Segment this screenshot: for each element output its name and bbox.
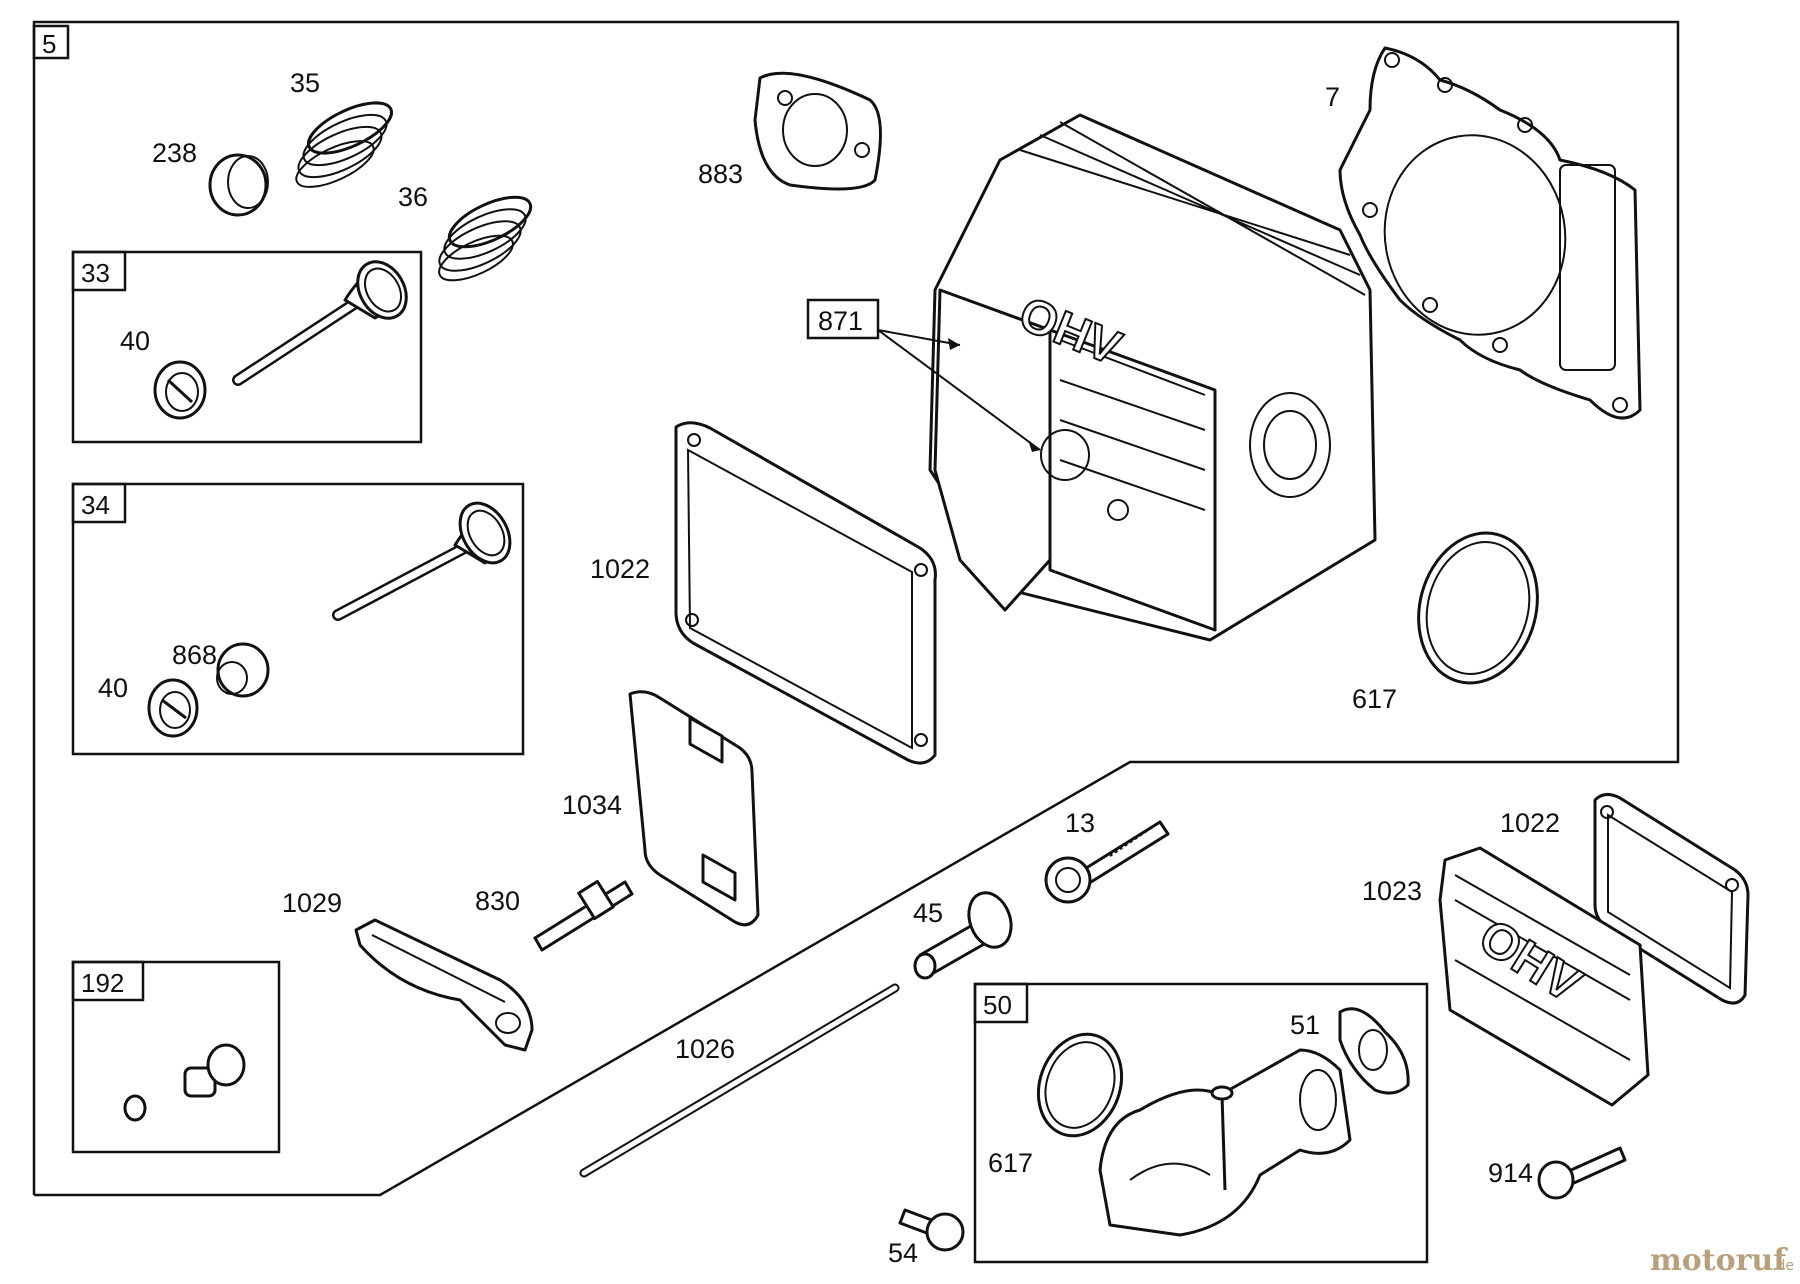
group-box-192-label: 192 <box>81 968 124 998</box>
watermark-suffix: .de <box>1772 1258 1794 1274</box>
part-40-valve-keeper <box>153 360 207 420</box>
part-871-callout <box>806 298 1041 452</box>
label-7: 7 <box>1325 82 1340 112</box>
label-54: 54 <box>888 1238 918 1268</box>
part-1026-push-rod <box>579 983 900 1178</box>
part-33-intake-valve <box>232 260 408 386</box>
group-box-50: 50 <box>973 982 1429 1264</box>
label-1034: 1034 <box>562 790 622 820</box>
part-192-fitting <box>123 1043 246 1122</box>
label-45: 45 <box>913 898 943 928</box>
label-1022-upper: 1022 <box>590 554 650 584</box>
label-914: 914 <box>1488 1158 1533 1188</box>
part-number-labels: 35 238 36 883 7 871 40 40 868 1022 617 1… <box>98 68 1560 1268</box>
part-238-valve-cap <box>208 153 269 217</box>
part-1029-rocker-arm <box>354 918 534 1052</box>
label-617-lower: 617 <box>988 1148 1033 1178</box>
label-1022-right: 1022 <box>1500 808 1560 838</box>
part-1022-rocker-gasket <box>674 421 937 765</box>
part-1034-plate <box>628 690 760 927</box>
label-830: 830 <box>475 886 520 916</box>
part-intake-manifold <box>1098 1048 1352 1237</box>
group-box-50-label: 50 <box>983 990 1012 1020</box>
part-45-push-rod-guide <box>913 891 1013 980</box>
group-box-34-label: 34 <box>81 490 110 520</box>
part-51-gasket <box>1338 1007 1410 1095</box>
label-617-upper: 617 <box>1352 684 1397 714</box>
label-1023: 1023 <box>1362 876 1422 906</box>
label-40-top: 40 <box>120 326 150 356</box>
group-box-33-label: 33 <box>81 258 110 288</box>
part-830-stud <box>533 879 634 952</box>
frame-label: 5 <box>42 29 56 59</box>
label-868: 868 <box>172 640 217 670</box>
part-13-bolt <box>1044 820 1170 904</box>
part-cylinder-head: OHV <box>928 113 1377 642</box>
part-868-valve-seal <box>216 642 270 698</box>
label-35: 35 <box>290 68 320 98</box>
label-36: 36 <box>398 182 428 212</box>
main-frame: 5 <box>32 20 1680 1197</box>
group-box-192: 192 <box>71 960 281 1154</box>
label-51: 51 <box>1290 1010 1320 1040</box>
watermark-logo: motoruf .de <box>1650 1243 1794 1278</box>
label-871: 871 <box>818 306 863 336</box>
label-883: 883 <box>698 159 743 189</box>
label-1029: 1029 <box>282 888 342 918</box>
part-54-screw <box>898 1208 965 1252</box>
part-883-gasket <box>753 71 882 191</box>
part-36-valve-spring <box>438 195 533 282</box>
part-35-valve-spring <box>295 101 393 188</box>
label-40-bottom: 40 <box>98 673 128 703</box>
part-617-o-ring-2 <box>1036 1032 1124 1138</box>
label-1026: 1026 <box>675 1034 735 1064</box>
label-13: 13 <box>1065 808 1095 838</box>
part-1023-valve-cover: OHV <box>1438 846 1650 1107</box>
part-617-o-ring <box>1417 531 1539 685</box>
group-box-33: 33 <box>71 250 423 444</box>
group-box-34: 34 <box>71 482 525 756</box>
label-238: 238 <box>152 138 197 168</box>
part-914-screw <box>1537 1146 1627 1200</box>
part-40-valve-keeper-2 <box>147 678 199 738</box>
part-7-head-gasket <box>1338 46 1642 420</box>
watermark-text: motoruf <box>1650 1243 1788 1278</box>
part-34-exhaust-valve <box>332 501 512 621</box>
